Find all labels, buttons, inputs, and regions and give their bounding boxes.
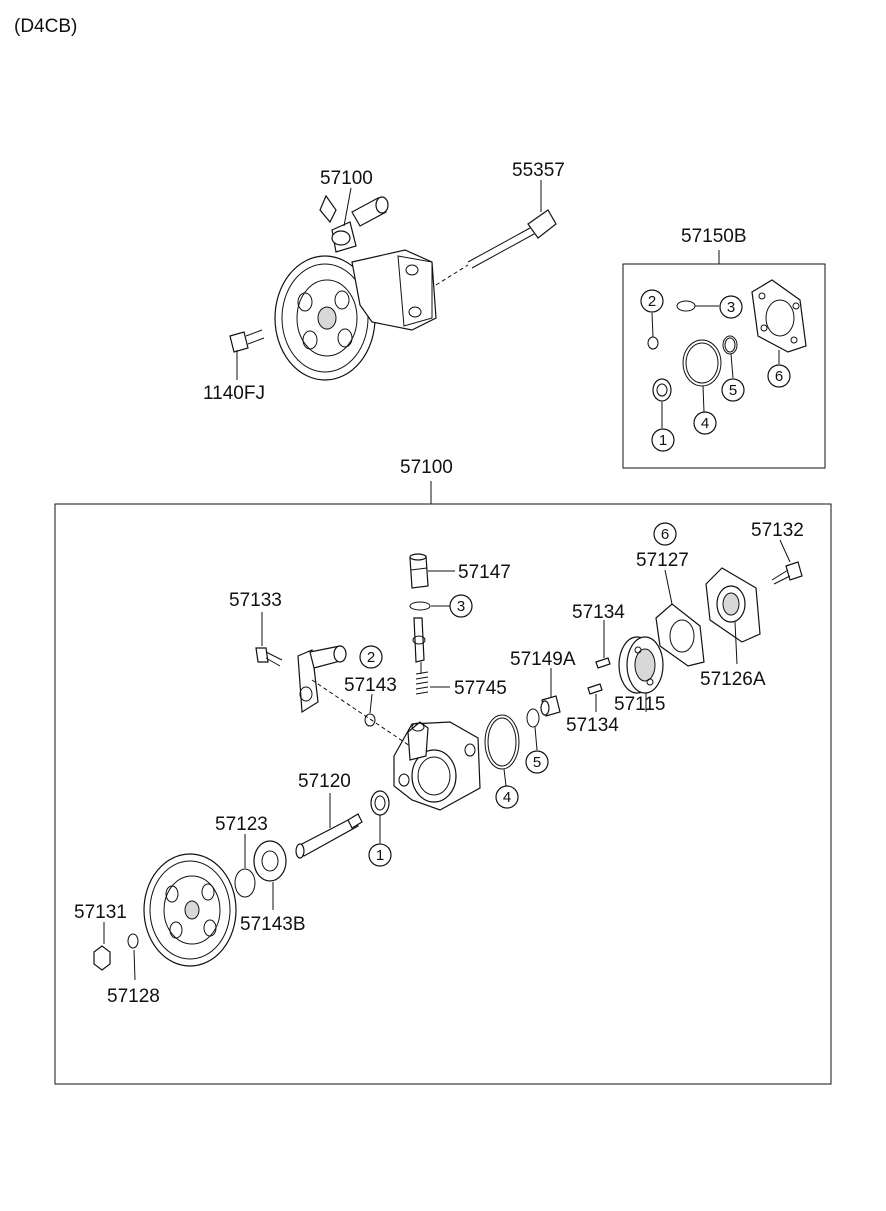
part-57134-upper: 57134 xyxy=(572,602,625,623)
part-57128: 57128 xyxy=(107,986,160,1007)
part-57745: 57745 xyxy=(454,678,507,699)
leader-57100-top xyxy=(343,187,352,227)
ex-callout-1: 1 xyxy=(376,847,384,864)
callout-4: 4 xyxy=(701,415,709,432)
callout-1-circle xyxy=(651,428,675,452)
part-57120: 57120 xyxy=(298,771,351,792)
exploded-leaders xyxy=(103,539,791,981)
seal-kit-parts xyxy=(647,279,807,428)
ex-callout-5: 5 xyxy=(533,754,541,771)
engine-code-label: (D4CB) xyxy=(14,16,77,37)
part-57126a: 57126A xyxy=(700,669,766,690)
callout-1: 1 xyxy=(659,432,667,449)
part-57149a: 57149A xyxy=(510,649,576,670)
part-57123: 57123 xyxy=(215,814,268,835)
callout-2: 2 xyxy=(648,293,656,310)
part-57143: 57143 xyxy=(344,675,397,696)
exploded-title: 57100 xyxy=(400,457,453,478)
callout-3: 3 xyxy=(727,299,735,316)
exploded-labels: 57147 57133 57143 57745 57120 57123 5713… xyxy=(74,520,804,1007)
ex-callout-6: 6 xyxy=(661,526,669,543)
part-57134-lower: 57134 xyxy=(566,715,619,736)
callout-4-circle xyxy=(693,411,717,435)
part-57115: 57115 xyxy=(614,694,665,715)
callout-5-circle xyxy=(721,378,745,402)
part-57143b: 57143B xyxy=(240,914,306,935)
callout-6: 6 xyxy=(775,368,783,385)
bolt-label: 55357 xyxy=(512,160,565,181)
callout-5: 5 xyxy=(729,382,737,399)
exploded-parts-illustration xyxy=(93,553,803,971)
exploded-callouts: 3 2 1 4 5 6 xyxy=(359,522,677,867)
ex-callout-2: 2 xyxy=(367,649,375,666)
pump-label: 57100 xyxy=(320,168,373,189)
part-57147: 57147 xyxy=(458,562,511,583)
pump-assembly-illustration xyxy=(229,194,557,381)
seal-kit-label: 57150B xyxy=(681,226,747,247)
mount-bolt-label: 1140FJ xyxy=(203,383,265,404)
part-57131: 57131 xyxy=(74,902,127,923)
callout-2-circle xyxy=(640,289,664,313)
ex-callout-3: 3 xyxy=(457,598,465,615)
part-57127: 57127 xyxy=(636,550,689,571)
seal-kit-callouts: 1 2 3 4 5 6 xyxy=(640,289,791,452)
callout-6-circle xyxy=(767,364,791,388)
seal-kit-box xyxy=(622,263,826,469)
exploded-box xyxy=(54,503,832,1085)
part-57133: 57133 xyxy=(229,590,282,611)
ex-callout-4: 4 xyxy=(503,789,511,806)
part-57132: 57132 xyxy=(751,520,804,541)
callout-3-circle xyxy=(719,295,743,319)
